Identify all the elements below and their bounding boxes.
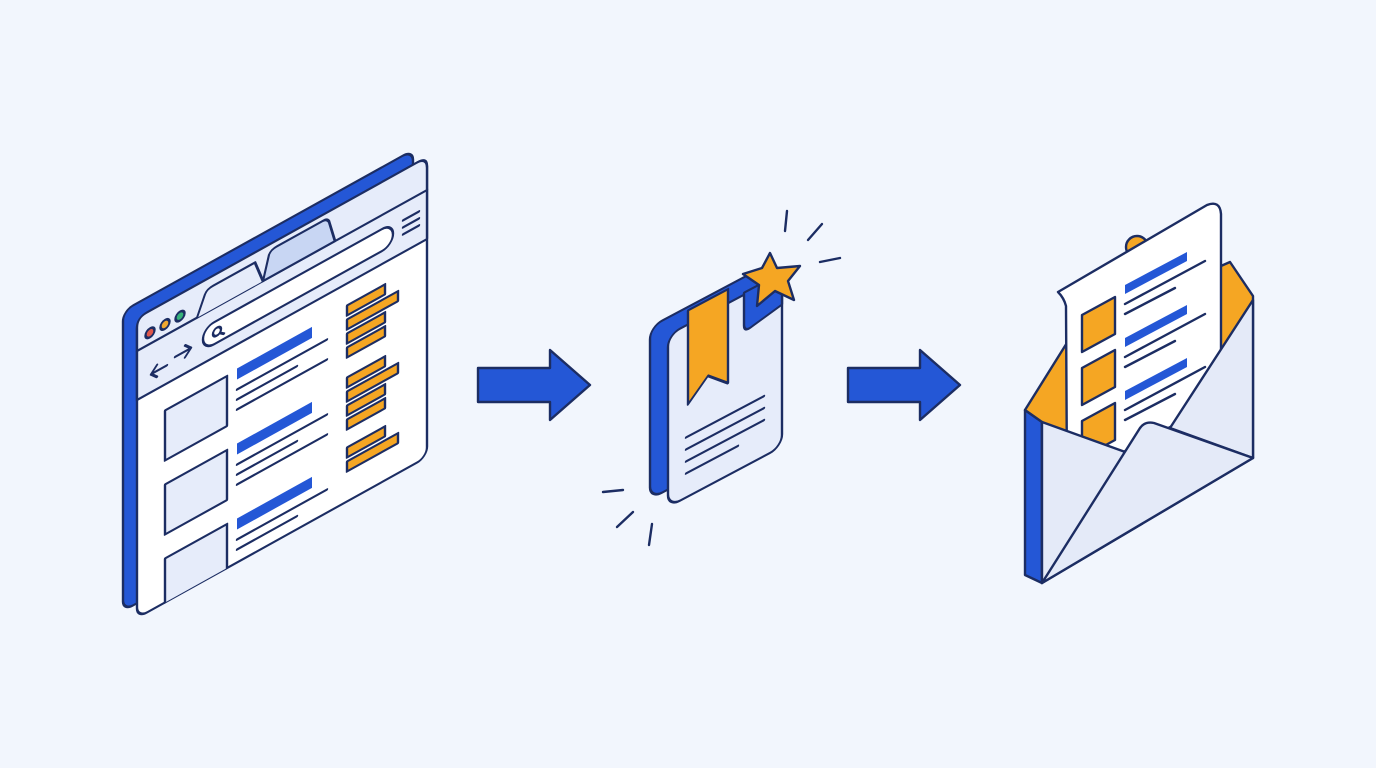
maximize-dot-icon[interactable] xyxy=(174,309,186,323)
star-icon xyxy=(741,251,802,308)
open-envelope-with-letter-icon xyxy=(1023,202,1255,585)
document-text-lines xyxy=(684,394,766,475)
result-item[interactable] xyxy=(235,319,329,411)
address-bar[interactable] xyxy=(201,223,395,350)
result-item[interactable] xyxy=(235,394,329,486)
forward-arrow-icon[interactable] xyxy=(173,342,193,363)
highlight-bars xyxy=(345,282,400,473)
browser-tab[interactable] xyxy=(195,258,265,320)
sparkle-lines xyxy=(601,209,842,547)
close-dot-icon[interactable] xyxy=(144,326,156,340)
checkbox-icon xyxy=(1080,295,1117,354)
envelope-front-flap xyxy=(1040,421,1255,585)
search-icon xyxy=(211,325,226,338)
browser-window-icon xyxy=(121,152,429,616)
result-thumbnail xyxy=(163,448,229,536)
result-thumbnail xyxy=(163,522,229,604)
menu-icon[interactable] xyxy=(401,210,421,236)
checkbox-icon xyxy=(1080,348,1117,407)
minimize-dot-icon[interactable] xyxy=(159,317,171,331)
envelope-side xyxy=(1023,408,1044,585)
arrow-right-icon xyxy=(846,348,962,422)
result-item[interactable] xyxy=(235,469,329,551)
browser-tab-active[interactable] xyxy=(261,214,337,283)
bookmarked-document-icon xyxy=(601,209,842,547)
result-thumbnail xyxy=(163,374,229,462)
arrow-right-icon xyxy=(476,348,592,422)
letter-line-group xyxy=(1123,252,1207,422)
bookmark-ribbon-icon xyxy=(686,287,730,406)
back-arrow-icon[interactable] xyxy=(149,359,169,380)
